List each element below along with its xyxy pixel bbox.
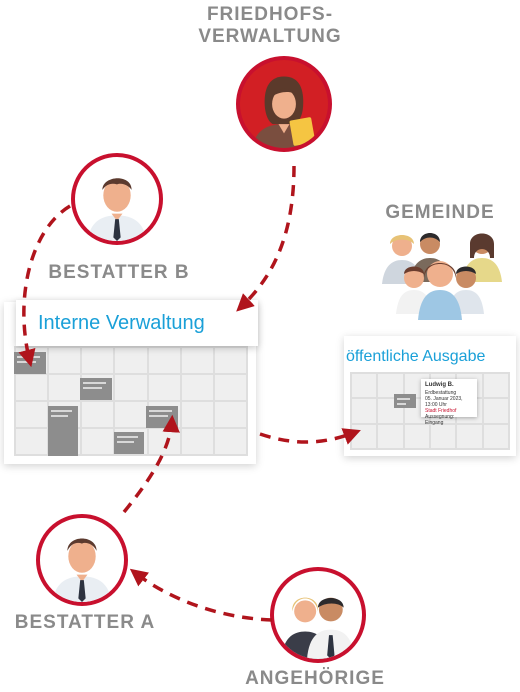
- calendar-entry: [114, 432, 144, 454]
- calendar-cell: [483, 374, 508, 398]
- calendar-cell: [378, 424, 403, 448]
- calendar-cell: [352, 374, 377, 398]
- angehoerige-avatar: [270, 567, 366, 663]
- bestatter-b-avatar: [71, 153, 163, 245]
- calendar-cell: [148, 348, 180, 373]
- calendar-cell: [181, 402, 213, 427]
- calendar-cell: [352, 399, 377, 423]
- calendar-cell: [181, 348, 213, 373]
- friedhofsverwaltung-label-line2: VERWALTUNG: [198, 26, 342, 47]
- arrow-internal-to-public: [259, 428, 361, 445]
- calendar-cell: [115, 375, 147, 400]
- obituary-card: Ludwig B. Erdbestattung 05. Januar 2023,…: [421, 379, 477, 426]
- calendar-cell: [115, 348, 147, 373]
- friedhofsverwaltung-label-line1: FRIEDHOFS-: [206, 4, 334, 25]
- obituary-name: Ludwig B.: [425, 382, 454, 388]
- internal-panel-title: Interne Verwaltung: [16, 300, 258, 346]
- friedhofsverwaltung-label: FRIEDHOFS- VERWALTUNG: [185, 4, 355, 48]
- gemeinde-label: GEMEINDE: [385, 202, 495, 223]
- calendar-entry: [48, 406, 78, 456]
- arrow-friedhof-to-internal: [236, 165, 296, 312]
- calendar-cell: [16, 402, 48, 427]
- obituary-line2: 05. Januar 2023, 13:00 Uhr: [425, 396, 463, 408]
- calendar-cell: [214, 375, 246, 400]
- calendar-cell: [483, 399, 508, 423]
- bestatter-a-label: BESTATTER A: [14, 612, 156, 633]
- calendar-cell: [49, 348, 81, 373]
- woman-with-folder-icon: [252, 76, 316, 148]
- calendar-cell: [148, 375, 180, 400]
- friedhofsverwaltung-avatar: [236, 56, 332, 152]
- calendar-cell: [82, 429, 114, 454]
- calendar-cell: [214, 429, 246, 454]
- calendar-entry: [80, 378, 112, 400]
- calendar-cell: [483, 424, 508, 448]
- calendar-cell: [181, 375, 213, 400]
- bestatter-b-label: BESTATTER B: [48, 262, 190, 283]
- calendar-cell: [82, 348, 114, 373]
- bestatter-a-avatar: [36, 514, 128, 606]
- obituary-line4: Aussegnung: Eingang: [425, 414, 455, 426]
- arrow-bestatter-a-to-internal: [122, 414, 180, 514]
- gemeinde-group-icon: [378, 228, 504, 320]
- obituary-line3: Stadt Friedhof: [425, 408, 457, 414]
- man-in-shirt-icon: [52, 538, 112, 602]
- calendar-cell: [16, 429, 48, 454]
- calendar-cell: [214, 348, 246, 373]
- calendar-cell: [16, 375, 48, 400]
- arrow-angehoerige-to-bestatter-a: [129, 568, 273, 622]
- calendar-cell: [404, 424, 429, 448]
- calendar-cell: [82, 402, 114, 427]
- public-panel-title: öffentliche Ausgabe: [346, 348, 486, 365]
- calendar-cell: [148, 429, 180, 454]
- calendar-cell: [115, 402, 147, 427]
- calendar-cell: [181, 429, 213, 454]
- calendar-cell: [49, 375, 81, 400]
- arrow-bestatter-b-to-internal: [18, 204, 71, 368]
- public-calendar-entry: [394, 394, 416, 408]
- calendar-cell: [457, 424, 482, 448]
- calendar-cell: [378, 374, 403, 398]
- obituary-line1: Erdbestattung: [425, 390, 457, 396]
- calendar-cell: [214, 402, 246, 427]
- angehoerige-label: ANGEHÖRIGE: [245, 668, 385, 689]
- calendar-cell: [431, 424, 456, 448]
- man-in-shirt-icon: [87, 178, 147, 241]
